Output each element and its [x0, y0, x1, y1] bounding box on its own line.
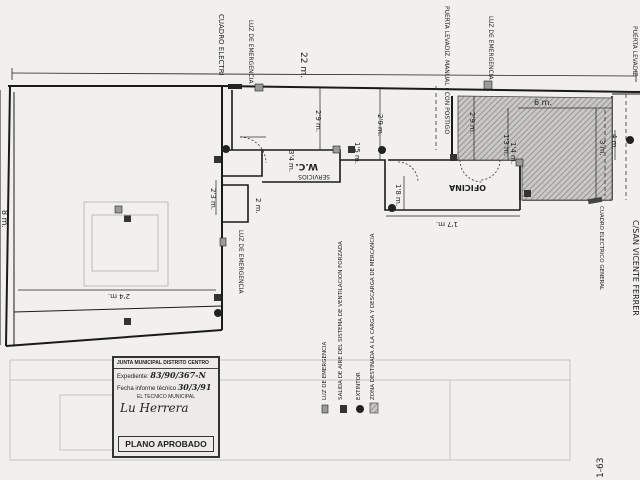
vent-symbol	[214, 294, 221, 301]
doors	[239, 136, 501, 183]
vent-symbol	[450, 154, 457, 161]
dim-label: 2'4 m.	[107, 292, 130, 300]
top-dimension	[11, 68, 637, 82]
dim-lines	[18, 88, 616, 291]
stamp-expediente: Expediente: 83/90/367-N	[114, 369, 218, 381]
legend-text-luz: LUZ DE EMERGENCIA	[322, 341, 328, 400]
vent-symbol	[524, 190, 531, 197]
label-puerta-right: PUERTA LEVADIZ	[631, 26, 638, 77]
extinguisher-symbol	[378, 146, 386, 154]
stamp-tecnico: EL TECNICO MUNICIPAL	[137, 394, 195, 400]
label-luz-left: LUZ DE EMERGENCIA	[237, 230, 244, 294]
approval-stamp: JUNTA MUNICIPAL DISTRITO CENTRO Expedien…	[112, 356, 220, 458]
dim-label: 1'3 m.	[502, 134, 510, 157]
vent-symbol	[348, 146, 355, 153]
legend-symbol-extintor	[356, 405, 364, 413]
electric-panel-general	[587, 196, 603, 205]
legend-text-extintor: EXTINTOR	[356, 372, 362, 400]
vent-symbol	[214, 156, 221, 163]
faint-stamp	[83, 201, 169, 287]
dim-label: 3 m.	[598, 140, 606, 156]
stamp-expediente-value: 83/90/367-N	[150, 370, 206, 380]
outer-walls	[0, 85, 640, 347]
extinguisher-symbol	[214, 309, 222, 317]
legend-symbol-zona	[369, 402, 379, 414]
dim-label: 6 m.	[534, 98, 552, 107]
extinguisher-symbol	[388, 204, 396, 212]
legend-text-salida: SALIDA DE AIRE DEL SISTEMA DE VENTILACIO…	[338, 241, 344, 400]
dim-label: 2'9 m.	[314, 110, 322, 133]
legend-symbols	[321, 402, 379, 414]
emergency-light-symbol	[332, 145, 341, 154]
vent-symbol	[124, 318, 131, 325]
dim-width-top: 22 m.	[298, 52, 308, 78]
stamp-approved: PLANO APROBADO	[118, 436, 214, 452]
emergency-light-symbol	[114, 205, 123, 214]
label-cuadro-top: CUADRO ELECTRI	[217, 14, 225, 76]
ghost-plan	[9, 359, 571, 461]
vent-symbol	[124, 215, 131, 222]
stamp-expediente-label: Expediente:	[117, 374, 149, 380]
dim-label: 4 m.	[610, 134, 618, 150]
label-puerta-manual: PUERTA LEVADIZ. MANUAL ( CON POSTIGO	[443, 6, 450, 135]
stamp-fecha-value: 30/3/91	[177, 382, 212, 392]
dim-label: 1'7 m.	[435, 220, 458, 228]
stamp-fecha-label: Fecha informe técnico	[117, 386, 177, 392]
dim-label: 8 m.	[0, 210, 9, 228]
stamp-signature: Lu Herrera	[120, 401, 189, 415]
dim-label: 2 m.	[254, 198, 262, 214]
legend-symbol-salida	[340, 405, 347, 413]
dim-label: 2'9 m.	[468, 112, 476, 135]
extinguisher-symbol	[222, 145, 230, 153]
dim-label: 1'5 m.	[353, 142, 361, 165]
label-oficina: OFICINA	[449, 183, 486, 192]
label-servicios: SERVICIOS	[298, 173, 330, 180]
legend-text-zona: ZONA DESTINADA A LA CARGA Y DESCARGA DE …	[370, 233, 376, 400]
extinguisher-symbol	[626, 136, 634, 144]
label-wc: W.C.	[295, 161, 318, 171]
page-reference: 1-63	[596, 457, 606, 478]
emergency-light-symbol	[254, 83, 264, 92]
dim-label: 1'4 m.	[509, 142, 517, 165]
emergency-light-symbol	[515, 158, 524, 167]
electric-panel-top	[228, 84, 242, 89]
emergency-light-symbol	[219, 237, 227, 247]
legend-symbol-luz	[321, 404, 329, 414]
dim-label: 2'9 m.	[376, 114, 384, 137]
label-luz-right: LUZ DE EMERGENCIA	[487, 16, 494, 80]
emergency-light-symbol	[483, 80, 493, 90]
dim-label: 1'8 m.	[394, 184, 402, 207]
stamp-header: JUNTA MUNICIPAL DISTRITO CENTRO	[114, 358, 218, 369]
label-street: C/SAN VICENTE FERRER	[631, 220, 640, 316]
dashed-lines	[435, 86, 627, 200]
label-cuadro-general: CUADRO ELECTRICO GENERAL	[598, 206, 604, 291]
dim-label: 3'4 m.	[287, 150, 295, 173]
label-luz-top: LUZ DE EMERGENCIA	[247, 20, 254, 84]
stamp-fecha: Fecha informe técnico 30/3/91	[114, 381, 218, 393]
dim-label: 2'3 m.	[209, 188, 217, 211]
symbols	[114, 80, 634, 325]
